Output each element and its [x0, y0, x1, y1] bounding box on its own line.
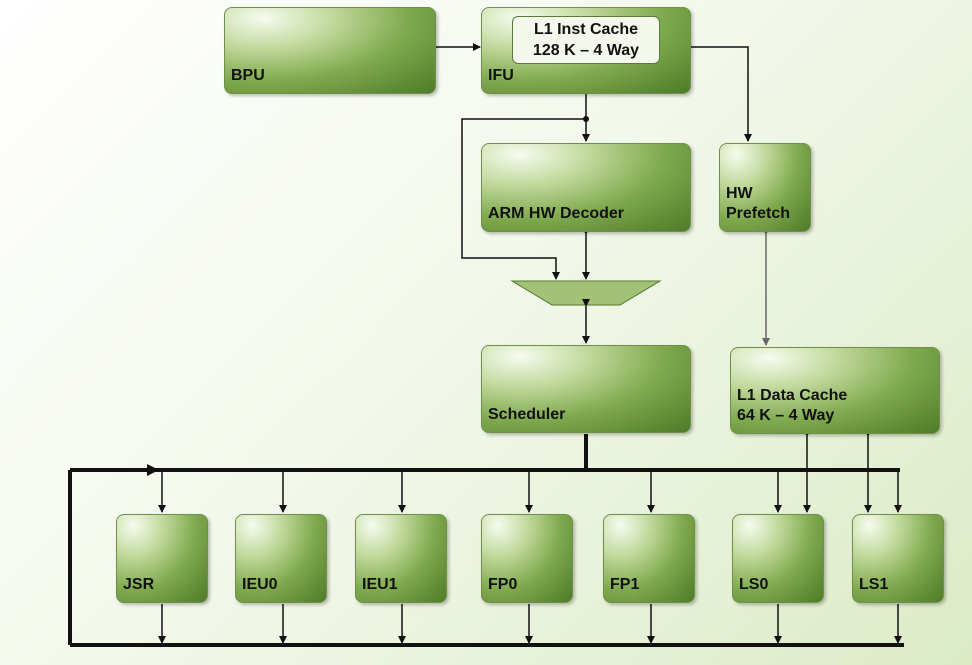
- unit-jsr: JSR: [116, 514, 208, 603]
- scheduler-block: Scheduler: [481, 345, 691, 433]
- ifu-label: IFU: [488, 67, 514, 84]
- hw-prefetch-line1: HW: [726, 185, 753, 202]
- unit-label: LS1: [859, 576, 889, 593]
- scheduler-label: Scheduler: [488, 406, 566, 423]
- unit-label: JSR: [123, 576, 155, 593]
- l1-inst-cache-title: L1 Inst Cache: [533, 21, 639, 38]
- arm-decoder-label: ARM HW Decoder: [488, 205, 625, 222]
- instruction-mux: [510, 280, 662, 306]
- l1-inst-cache-size: 128 K – 4 Way: [532, 42, 640, 59]
- unit-label: FP1: [610, 576, 640, 593]
- unit-label: LS0: [739, 576, 769, 593]
- l1-data-cache-block: L1 Data Cache 64 K – 4 Way: [730, 347, 940, 434]
- l1-inst-cache-box: L1 Inst Cache 128 K – 4 Way: [512, 16, 660, 64]
- ifu-prefetch-link: [685, 43, 752, 142]
- unit-ieu1: IEU1: [355, 514, 447, 603]
- unit-fp1: FP1: [603, 514, 695, 603]
- unit-label: IEU0: [242, 576, 278, 593]
- arm-decoder-block: ARM HW Decoder: [481, 143, 691, 232]
- l1-data-cache-title: L1 Data Cache: [737, 387, 848, 404]
- decoder-bypass-link: [461, 118, 586, 280]
- unit-fp0: FP0: [481, 514, 573, 603]
- ifu-block: L1 Inst Cache 128 K – 4 Way IFU: [481, 7, 691, 94]
- unit-ls1: LS1: [852, 514, 944, 603]
- unit-label: FP0: [488, 576, 518, 593]
- hw-prefetch-line2: Prefetch: [726, 205, 791, 222]
- unit-label: IEU1: [362, 576, 398, 593]
- l1-data-cache-size: 64 K – 4 Way: [737, 407, 835, 424]
- hw-prefetch-label: HW Prefetch: [726, 184, 790, 224]
- hw-prefetch-block: HW Prefetch: [719, 143, 811, 232]
- unit-ls0: LS0: [732, 514, 824, 603]
- l1-data-cache-label: L1 Data Cache 64 K – 4 Way: [737, 386, 847, 426]
- unit-ieu0: IEU0: [235, 514, 327, 603]
- bpu-label: BPU: [231, 67, 265, 84]
- bpu-block: BPU: [224, 7, 436, 94]
